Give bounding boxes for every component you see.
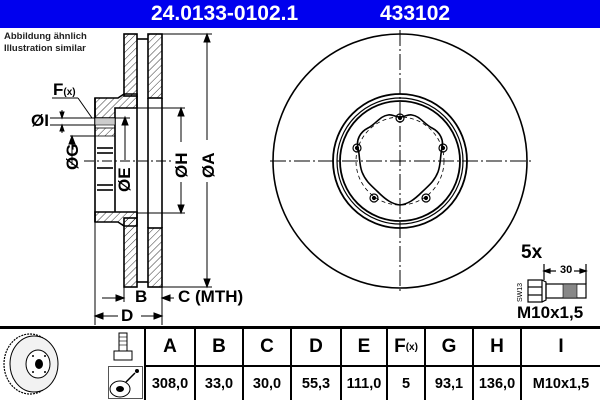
part-number: 24.0133-0102.1 xyxy=(151,2,299,25)
table-column-a: A 308,0 xyxy=(146,329,196,400)
cross-section-view xyxy=(94,33,163,288)
label-a: ØA xyxy=(199,152,218,179)
label-b: B xyxy=(135,287,148,306)
column-header: C xyxy=(244,329,290,367)
column-value: 93,1 xyxy=(434,375,464,392)
label-h: ØH xyxy=(172,152,191,179)
table-column-d: D 55,3 xyxy=(292,329,342,400)
bolt-quantity: 5x xyxy=(521,242,543,263)
bolt-icon xyxy=(113,332,133,361)
column-value: 30,0 xyxy=(252,375,282,392)
label-d: D xyxy=(121,306,134,325)
table-column-e: E 111,0 xyxy=(342,329,388,400)
note-english: Illustration similar xyxy=(4,43,86,54)
column-header: H xyxy=(474,329,520,367)
column-value: M10x1,5 xyxy=(532,375,590,392)
column-header: E xyxy=(342,329,386,367)
table-column-c: C 30,0 xyxy=(244,329,292,400)
wrench-size: SW13 xyxy=(517,282,524,302)
technical-drawing xyxy=(50,30,588,325)
table-column-g: G 93,1 xyxy=(426,329,474,400)
front-view-disc xyxy=(270,30,532,292)
thumbnail-cell xyxy=(0,329,146,400)
dimension-lines xyxy=(50,32,212,325)
note-german: Abbildung ähnlich xyxy=(4,31,87,42)
table-column-h: H 136,0 xyxy=(474,329,522,400)
table-column-f: F(x) 5 xyxy=(388,329,426,400)
column-value: 5 xyxy=(401,375,411,392)
spec-table: A 308,0 B 33,0 C 30,0 D 55,3 E 111,0 F(x… xyxy=(0,326,600,400)
cleaning-spray-icon xyxy=(108,366,143,399)
article-code: 433102 xyxy=(380,2,451,25)
bolt-length: 30 xyxy=(559,264,574,276)
column-value: 111,0 xyxy=(346,375,382,392)
label-f: F(x) xyxy=(53,80,76,99)
column-header: B xyxy=(196,329,242,367)
label-e: ØE xyxy=(115,167,134,192)
label-i: ØI xyxy=(31,111,49,130)
illustration-note: Abbildung ähnlich Illustration similar xyxy=(4,31,87,55)
bolt-thread: M10x1,5 xyxy=(517,303,584,322)
column-value: 308,0 xyxy=(151,375,189,392)
column-value: 55,3 xyxy=(301,375,331,392)
column-value: 136,0 xyxy=(478,375,516,392)
label-c: C (MTH) xyxy=(178,287,244,306)
column-header: F(x) xyxy=(388,329,424,367)
table-column-i: I M10x1,5 xyxy=(522,329,600,400)
column-header: D xyxy=(292,329,340,367)
column-header: A xyxy=(146,329,194,367)
title-bar: 24.0133-0102.1 433102 xyxy=(0,0,600,28)
column-header: G xyxy=(426,329,472,367)
column-value: 33,0 xyxy=(204,375,234,392)
disc-thumbnail-icon xyxy=(3,333,59,395)
bolt-drawing xyxy=(527,264,588,303)
column-header: I xyxy=(522,329,600,367)
label-g: ØG xyxy=(63,143,82,170)
table-column-b: B 33,0 xyxy=(196,329,244,400)
